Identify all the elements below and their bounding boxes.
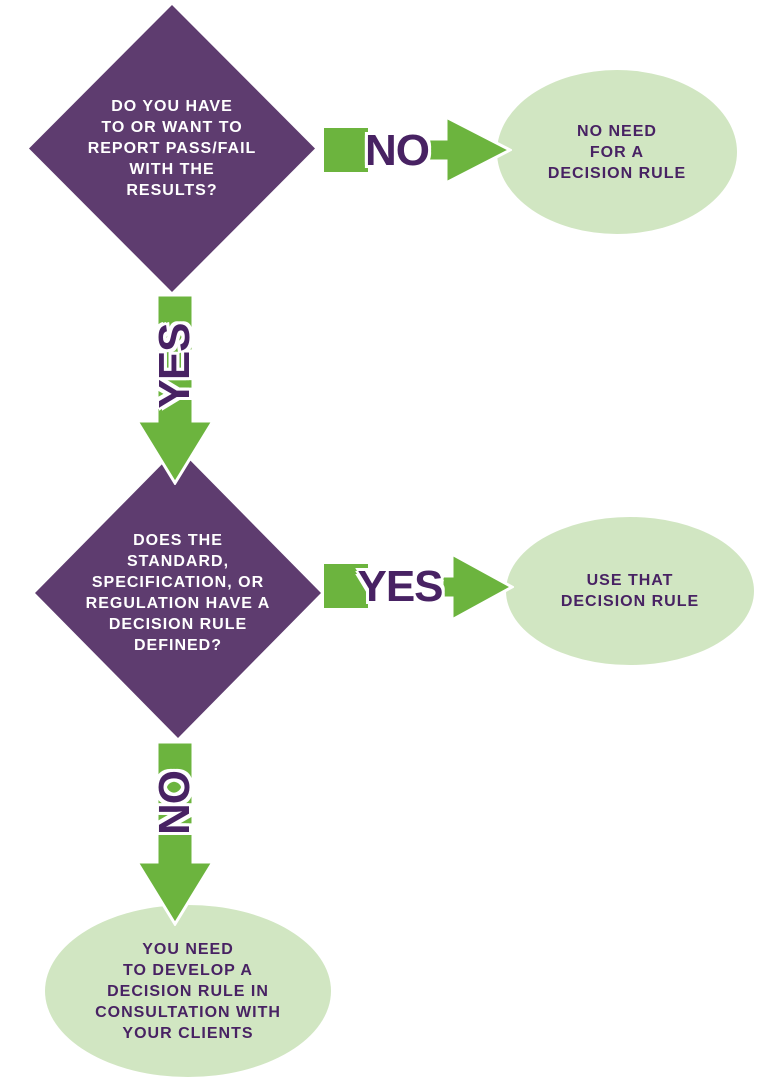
arrow-down-icon <box>136 742 214 926</box>
arrow-down-icon <box>136 295 214 485</box>
outcome-2-text: USE THAT DECISION RULE <box>560 572 700 610</box>
outcome-ellipse-3: YOU NEED TO DEVELOP A DECISION RULE IN C… <box>45 905 331 1077</box>
outcome-ellipse-1: NO NEED FOR A DECISION RULE <box>497 70 737 234</box>
outcome-ellipse-2: USE THAT DECISION RULE <box>506 517 754 665</box>
branch-yes-label: YES <box>150 323 199 409</box>
arrow-right-icon <box>442 551 514 623</box>
connector-square <box>324 128 368 172</box>
outcome-3-text: YOU NEED TO DEVELOP A DECISION RULE IN C… <box>95 940 281 1042</box>
decision-1-question: DO YOU HAVE TO OR WANT TO REPORT PASS/FA… <box>87 98 257 199</box>
decision-diamond-2: DOES THE STANDARD, SPECIFICATION, OR REG… <box>35 448 321 738</box>
branch-no-label: NO <box>150 771 199 835</box>
branch-no-label: NO <box>365 126 430 175</box>
branch-yes-label: YES <box>357 562 443 611</box>
outcome-1-text: NO NEED FOR A DECISION RULE <box>547 122 687 182</box>
decision-diamond-1: DO YOU HAVE TO OR WANT TO REPORT PASS/FA… <box>29 5 315 292</box>
connector-square <box>324 564 368 608</box>
decision-2-question: DOES THE STANDARD, SPECIFICATION, OR REG… <box>85 532 271 654</box>
arrow-right-icon <box>424 114 512 186</box>
